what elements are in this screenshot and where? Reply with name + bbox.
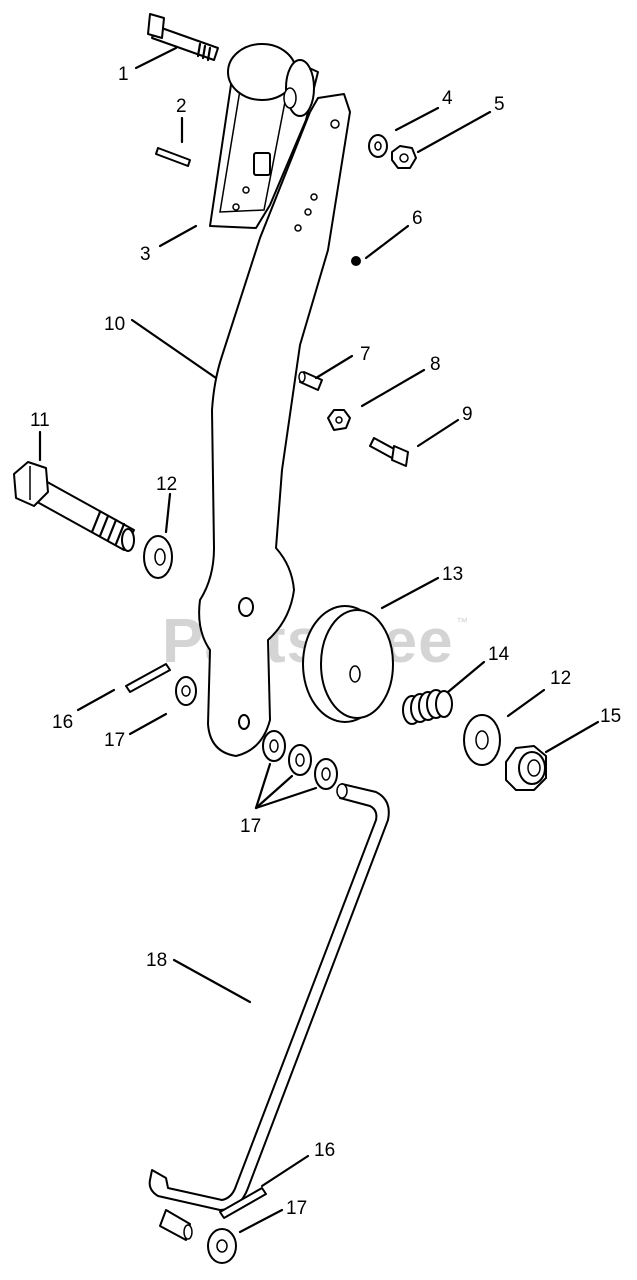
- callout-6: 6: [412, 208, 423, 229]
- callout-labels: 1 2 3 4 5 6 7 8 9 10 11 12 13 14 12 15 1…: [30, 64, 621, 1219]
- part-17-washer-group: [262, 730, 338, 790]
- part-10-pedal-arm: [198, 93, 351, 757]
- callout-3: 3: [140, 244, 151, 265]
- part-9-bolt: [369, 437, 409, 467]
- part-3-bracket: [209, 43, 319, 229]
- part-8-nut: [327, 409, 351, 431]
- part-5-nut: [391, 145, 417, 169]
- part-2-pin: [155, 147, 191, 167]
- part-6-ball: [351, 256, 361, 266]
- callout-8: 8: [430, 354, 441, 375]
- part-1-bolt: [147, 13, 219, 62]
- part-17-washer-left: [175, 676, 197, 706]
- callout-4: 4: [442, 88, 453, 109]
- callout-15: 15: [600, 706, 621, 727]
- callout-17-group: 17: [240, 816, 261, 837]
- callout-9: 9: [462, 404, 473, 425]
- callout-14: 14: [488, 644, 510, 665]
- callout-17-left: 17: [104, 730, 125, 751]
- part-13-pulley: [302, 605, 394, 723]
- watermark-trademark: ™: [456, 615, 468, 629]
- part-15-lock-nut: [505, 745, 547, 791]
- leader-lines: [38, 46, 600, 1234]
- callout-5: 5: [494, 94, 505, 115]
- callout-16-lower: 16: [314, 1140, 335, 1161]
- callout-17-lower: 17: [286, 1198, 307, 1219]
- callout-13: 13: [442, 564, 463, 585]
- callout-10: 10: [104, 314, 125, 335]
- callout-18: 18: [146, 950, 167, 971]
- callout-12-upper: 12: [156, 474, 177, 495]
- callout-16-upper: 16: [52, 712, 73, 733]
- part-12-washer-lower: [463, 714, 501, 766]
- callout-11: 11: [30, 410, 50, 431]
- part-14-spring: [402, 689, 453, 725]
- callout-12-lower: 12: [550, 668, 571, 689]
- callout-1: 1: [118, 64, 129, 85]
- part-18-rod: [148, 783, 390, 1241]
- part-11-large-bolt: [13, 461, 135, 552]
- part-7-dowel-pin: [298, 371, 323, 391]
- callout-2: 2: [176, 96, 187, 117]
- part-17-washer-lower: [207, 1228, 237, 1264]
- part-16-cotter-pin-upper: [125, 663, 171, 693]
- part-12-washer-upper: [143, 535, 173, 579]
- callout-7: 7: [360, 344, 371, 365]
- part-16-cotter-pin-lower: [219, 1187, 267, 1219]
